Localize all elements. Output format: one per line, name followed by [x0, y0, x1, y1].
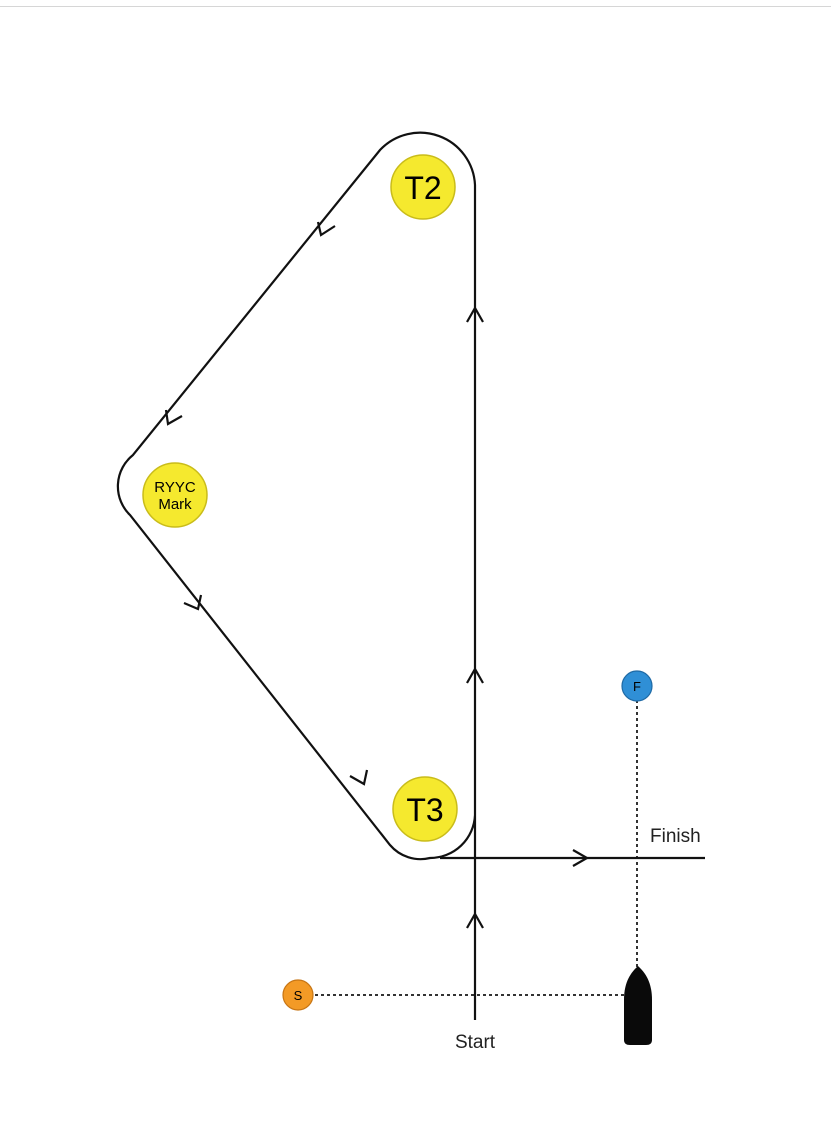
committee-boat-icon	[624, 966, 652, 1045]
mark-ryyc-label-line1: RYYC	[154, 479, 196, 496]
finish-label: Finish	[650, 826, 701, 847]
arrow-finish	[572, 849, 590, 867]
arrow-upwind-2	[466, 666, 484, 684]
finish-pin-label: F	[633, 679, 641, 694]
arrow-reach-3	[183, 594, 203, 611]
mark-t3: T3	[392, 776, 458, 842]
mark-ryyc: RYYC Mark	[142, 462, 208, 528]
start-pin-label: S	[294, 988, 303, 1003]
arrow-reach-4	[349, 769, 369, 786]
finish-pin-mark: F	[621, 670, 653, 702]
mark-t2-label: T2	[404, 170, 441, 206]
arrow-reach-1	[316, 221, 336, 237]
start-label: Start	[455, 1032, 496, 1053]
arrow-upwind-3	[466, 305, 484, 323]
start-pin-mark: S	[282, 979, 314, 1011]
top-border	[0, 6, 831, 7]
arrow-upwind-1	[466, 911, 484, 929]
course-path	[116, 131, 477, 1020]
mark-ryyc-label-line2: Mark	[158, 496, 192, 513]
mark-t3-label: T3	[406, 792, 443, 828]
arrow-reach-2	[164, 409, 183, 426]
mark-t2: T2	[390, 154, 456, 220]
